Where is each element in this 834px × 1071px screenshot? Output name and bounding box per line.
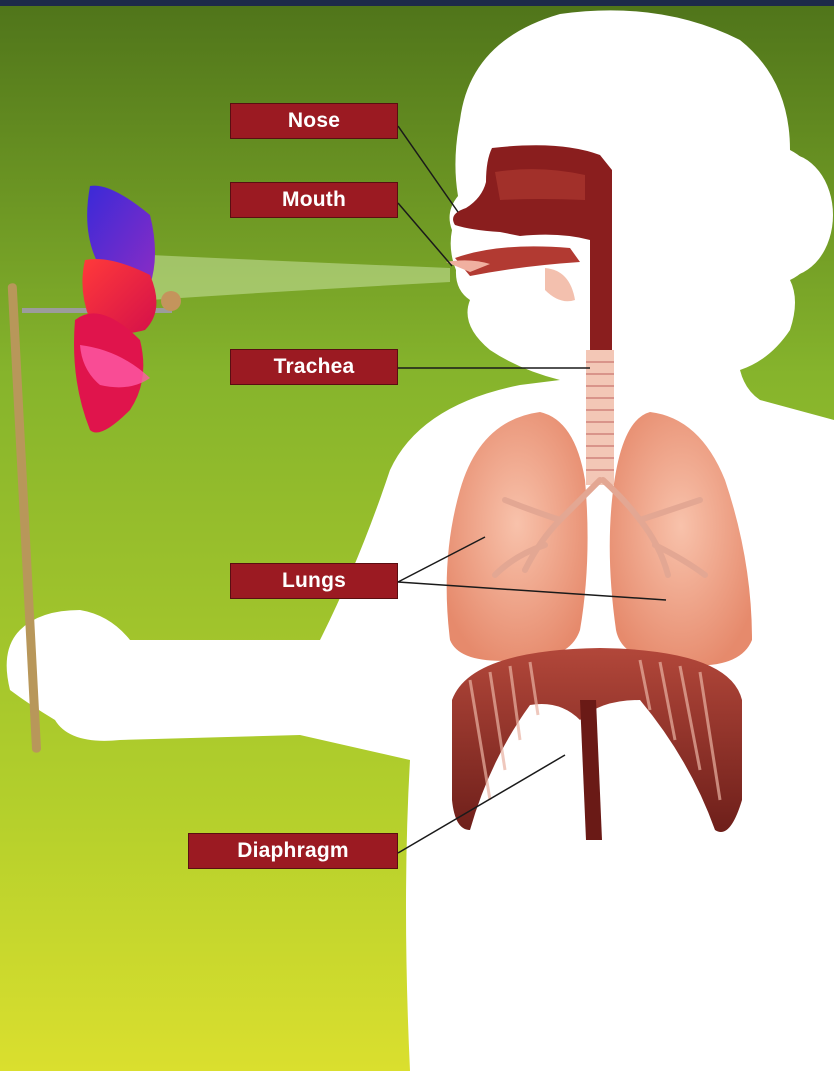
- label-trachea: Trachea: [230, 349, 398, 385]
- label-diaphragm: Diaphragm: [188, 833, 398, 869]
- label-nose: Nose: [230, 103, 398, 139]
- trachea-organ: [586, 350, 614, 485]
- label-lungs: Lungs: [230, 563, 398, 599]
- label-mouth: Mouth: [230, 182, 398, 218]
